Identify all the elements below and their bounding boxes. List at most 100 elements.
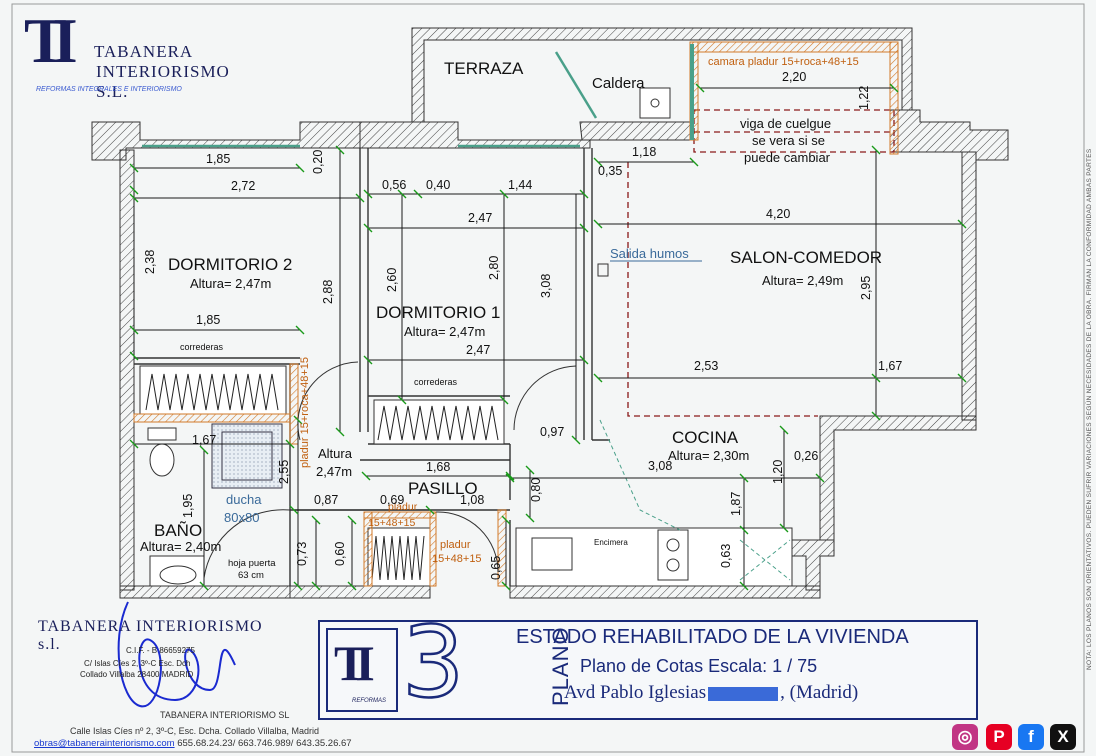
height-pasillo-l2: 2,47m xyxy=(316,464,352,479)
note-hoja-l2: 63 cm xyxy=(238,570,264,581)
dim-label: 0,97 xyxy=(540,425,564,439)
plan-number-block: 3 PLANO xyxy=(401,607,573,720)
label-caldera: Caldera xyxy=(592,75,645,92)
email-link[interactable]: obras@tabanerainteriorismo.com xyxy=(34,738,175,749)
note-encimera: Encimera xyxy=(594,538,628,547)
note-salida-humos: Salida humos xyxy=(610,246,689,261)
note-viga-l2: se vera si se xyxy=(752,133,825,148)
footer-company: TABANERA INTERIORISMO SL xyxy=(160,710,290,720)
title-block-logo: TI REFORMAS xyxy=(326,628,398,712)
height-dormitorio1: Altura= 2,47m xyxy=(404,324,485,339)
dim-label: 0,73 xyxy=(295,542,309,566)
dim-label: 2,88 xyxy=(321,280,335,304)
dim-label: 1,18 xyxy=(632,145,656,159)
label-terraza: TERRAZA xyxy=(444,59,524,78)
facebook-icon[interactable]: f xyxy=(1018,724,1044,750)
x-icon[interactable]: X xyxy=(1050,724,1076,750)
dim-label: 2,80 xyxy=(487,256,501,280)
height-pasillo-l1: Altura xyxy=(318,446,353,461)
note-pladur-a-l2: 15+48+15 xyxy=(368,517,415,529)
pladur-chamber xyxy=(689,41,899,155)
dimension-lines xyxy=(133,87,962,586)
boiler-icon xyxy=(650,98,660,108)
note-correderas-2: correderas xyxy=(414,377,458,387)
dim-label: 2,55 xyxy=(277,460,291,484)
height-salon: Altura= 2,49m xyxy=(762,273,843,288)
room-labels: TERRAZA Caldera DORMITORIO 2 Altura= 2,4… xyxy=(140,59,882,554)
title-block-logo-mark: TI xyxy=(334,635,375,691)
plan-title: ESTADO REHABILITADO DE LA VIVIENDA xyxy=(516,626,909,648)
dim-label: 0,80 xyxy=(529,478,543,502)
label-dormitorio1: DORMITORIO 1 xyxy=(376,303,500,322)
height-cocina: Altura= 2,30m xyxy=(668,448,749,463)
wardrobe-d1 xyxy=(373,399,505,445)
dim-label: 1,67 xyxy=(878,359,902,373)
logo-name-line2: INTERIORISMO S.L. xyxy=(96,62,230,101)
dim-label: 1,44 xyxy=(508,178,532,192)
dim-label: 0,20 xyxy=(311,150,325,174)
instagram-icon[interactable]: ◎ xyxy=(952,724,978,750)
label-dormitorio2: DORMITORIO 2 xyxy=(168,255,292,274)
plan-subtitle: Plano de Cotas Escala: 1 / 75 xyxy=(580,656,818,676)
note-pladur-vertical: pladur 15+roca+48+15 xyxy=(299,357,311,468)
boiler-box xyxy=(639,87,671,119)
redacted-block xyxy=(708,686,779,701)
dim-label: 2,20 xyxy=(782,70,806,84)
dimension-ticks xyxy=(129,83,967,591)
dim-label: 2,72 xyxy=(231,179,255,193)
note-hoja-l1: hoja puerta xyxy=(228,558,276,569)
dim-label: 0,69 xyxy=(380,493,404,507)
label-pasillo: PASILLO xyxy=(408,479,478,498)
stamp-name: TABANERA INTERIORISMO s.l. xyxy=(38,618,263,653)
kitchen-fixtures xyxy=(515,263,793,587)
windows xyxy=(142,51,598,148)
plan-address-pre: Avd Pablo Iglesias xyxy=(564,682,707,703)
dim-label: 1,08 xyxy=(460,493,484,507)
note-ducha-l1: ducha xyxy=(226,492,262,507)
dim-label: 1,20 xyxy=(771,460,785,484)
plan-number: 3 xyxy=(401,606,466,720)
pinterest-icon[interactable]: P xyxy=(986,724,1012,750)
note-pladur-b-l2: 15+48+15 xyxy=(432,553,482,565)
height-dormitorio2: Altura= 2,47m xyxy=(190,276,271,291)
dim-label: 1,22 xyxy=(857,86,871,110)
dim-label: 0,26 xyxy=(794,449,818,463)
company-logo: TI TABANERA INTERIORISMO S.L. REFORMAS I… xyxy=(18,6,229,102)
stamp-address-l1: C/ Islas Cíes 2, 3º-C Esc. Dch xyxy=(84,659,191,668)
dim-label: 0,87 xyxy=(314,493,338,507)
dim-label: 2,47 xyxy=(468,211,492,225)
dim-label: 0,40 xyxy=(426,178,450,192)
wardrobe-hall xyxy=(367,527,431,587)
dimension-labels: 1,85 0,20 2,72 2,38 1,85 2,88 0,56 0,40 … xyxy=(143,70,902,580)
dim-label: 1,87 xyxy=(729,492,743,516)
wardrobe-d2 xyxy=(139,365,287,415)
dim-label: 2,38 xyxy=(143,250,157,274)
dim-label: 0,65 xyxy=(489,556,503,580)
footer-contact: obras@tabanerainteriorismo.com 655.68.24… xyxy=(34,738,352,749)
exterior-walls xyxy=(91,109,1009,599)
note-camara: camara pladur 15+roca+48+15 xyxy=(708,56,859,68)
note-correderas-1: correderas xyxy=(180,342,224,352)
logo-name-line1: TABANERA xyxy=(94,42,194,61)
stamp-cif: C.I.F. - B 86659275 xyxy=(126,646,195,655)
logo-tagline: REFORMAS INTEGRALES E INTERIORISMO xyxy=(36,86,182,93)
note-viga-l1: viga de cuelgue xyxy=(740,116,831,131)
note-viga-l3: puede cambiar xyxy=(744,150,831,165)
note-ducha-l2: 80x80 xyxy=(224,510,259,525)
dim-label: 4,20 xyxy=(766,207,790,221)
dim-label: 0,56 xyxy=(382,178,406,192)
dim-label: 2,53 xyxy=(694,359,718,373)
dim-label: 2,60 xyxy=(385,268,399,292)
dim-label: 1,85 xyxy=(196,313,220,327)
company-stamp: TABANERA INTERIORISMO s.l. C.I.F. - B 86… xyxy=(30,610,270,730)
title-block-logo-sub: REFORMAS xyxy=(352,698,387,704)
dim-label: 0,35 xyxy=(598,164,622,178)
dim-label: 0,63 xyxy=(719,544,733,568)
dim-label: 3,08 xyxy=(648,459,672,473)
sheet-border xyxy=(11,3,1085,753)
dim-label: 1,95 xyxy=(181,494,195,518)
doors xyxy=(203,361,577,579)
label-salon: SALON-COMEDOR xyxy=(730,248,882,267)
plan-address: Avd Pablo Iglesias, (Madrid) xyxy=(564,682,858,704)
stamp-address-l2: Collado Villalba 28400 MADRID xyxy=(80,670,194,679)
